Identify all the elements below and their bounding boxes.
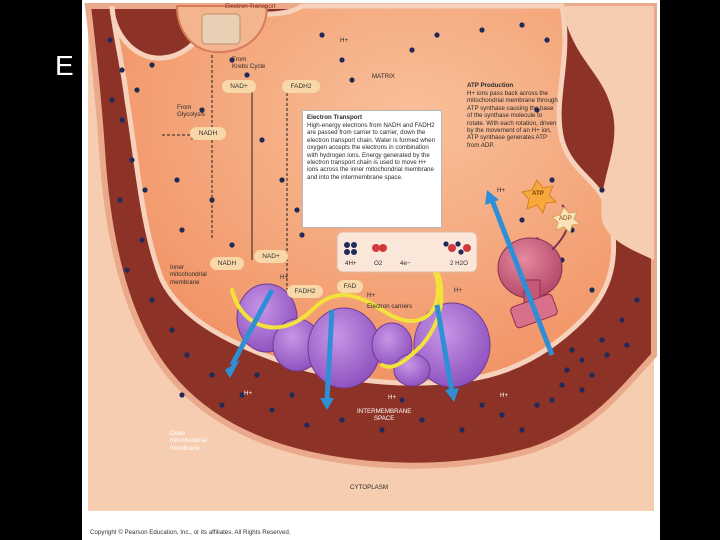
nad-plus-lower: NAD+ xyxy=(254,250,288,263)
h-ion-label: H+ xyxy=(280,274,289,281)
inner-membrane-label: Inner mitochondrial membrane xyxy=(170,264,207,286)
atp-production-body: H+ ions pass back across the mitochondri… xyxy=(467,90,558,149)
electron-transport-box: Electron Transport High-energy electrons… xyxy=(302,110,442,228)
h-ion-label: H+ xyxy=(340,37,349,44)
krebs-label: From Krebs Cycle xyxy=(232,56,266,71)
proton-arrows xyxy=(225,190,555,410)
slide-title: E xyxy=(55,50,74,81)
intermembrane-label: INTERMEMBRANE SPACE xyxy=(357,408,412,423)
eq-2h2o: 2 H2O xyxy=(450,260,468,267)
crista-fold xyxy=(562,6,654,260)
atp-production-box: ATP Production H+ ions pass back across … xyxy=(467,82,559,192)
electron-transport-body: High-energy electrons from NADH and FADH… xyxy=(307,122,436,181)
outer-membrane-label: Outer mitochondrial membrane xyxy=(170,430,207,452)
mitochondrion-figure: Electron Transport High-energy electrons… xyxy=(82,0,660,540)
h-ion-particles xyxy=(107,37,640,433)
adp-star xyxy=(550,206,582,234)
equation-panel xyxy=(336,231,478,273)
fadh2-top: FADH2 xyxy=(282,80,320,93)
fad-pill: FAD xyxy=(337,280,363,293)
h-ion-label: H+ xyxy=(367,292,376,299)
h-ion-label: H+ xyxy=(497,187,506,194)
copyright-notice: Copyright © Pearson Education, Inc., or … xyxy=(90,529,291,536)
krebs-inset xyxy=(201,13,241,45)
glycolysis-label: From Glycolysis xyxy=(177,104,205,119)
cytoplasm-label: CYTOPLASM xyxy=(350,484,389,491)
h-ion-label: H+ xyxy=(244,390,253,397)
adp-label: ADP xyxy=(559,215,572,222)
matrix-label: MATRIX xyxy=(372,73,395,80)
figure-canvas xyxy=(84,3,657,511)
h-ion-label: H+ xyxy=(454,287,463,294)
electron-transport-top-label: Electron Transport xyxy=(225,3,276,10)
nadh-glycolysis: NADH xyxy=(190,127,226,140)
fadh2-lower: FADH2 xyxy=(287,285,323,298)
atp-production-title: ATP Production xyxy=(467,82,514,89)
nadh-lower: NADH xyxy=(210,257,244,270)
atp-star xyxy=(520,179,558,215)
eq-4h: 4H+ xyxy=(345,260,357,267)
eq-o2: O2 xyxy=(374,260,383,267)
eq-4e: 4e− xyxy=(400,260,411,267)
atp-label: ATP xyxy=(532,190,544,197)
electron-carriers-label: Electron carriers xyxy=(367,303,413,310)
nad-plus-top: NAD+ xyxy=(222,80,256,93)
h-ion-label: H+ xyxy=(500,392,509,399)
equation-molecules xyxy=(344,241,471,255)
h-ion-label: H+ xyxy=(388,394,397,401)
electron-transport-title: Electron Transport xyxy=(307,114,363,121)
